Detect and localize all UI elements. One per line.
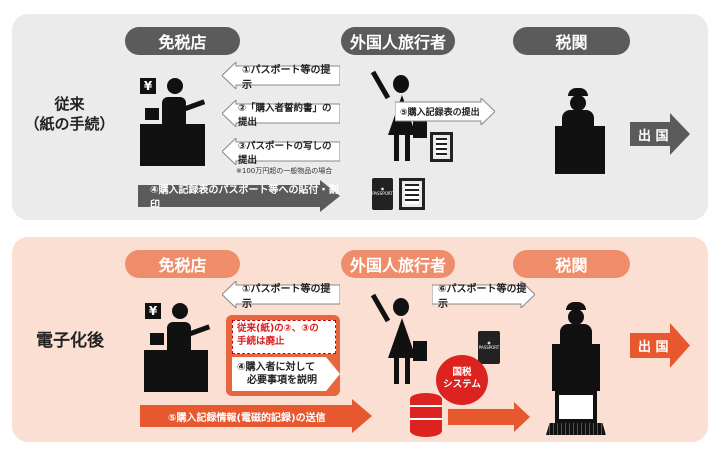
tax-system-badge: 国税 システム <box>436 355 488 405</box>
passport-icon: ◉PASSPORT <box>478 331 500 364</box>
header-customs: 税関 <box>513 27 630 55</box>
arrow-step1-electronic: ①パスポート等の提示 <box>222 281 340 310</box>
header-traveler: 外国人旅行者 <box>341 27 455 55</box>
arrow-step1: ①パスポート等の提示 <box>222 62 340 91</box>
arrow-system-to-customs <box>448 402 530 432</box>
arrow-step4: ④購入記録表のパスポート等への貼付・割印 <box>138 180 340 212</box>
header-shop-electronic: 免税店 <box>125 250 240 278</box>
arrow-step5-electronic: ⑤購入記録情報(電磁的記録)の送信 <box>140 399 372 433</box>
purchase-record-icon <box>430 132 453 162</box>
section-label-conventional: 従来 （紙の手続） <box>24 95 115 133</box>
arrow-step5: ⑤購入記録表の提出 <box>395 98 495 125</box>
note-over-1m-yen: ※100万円超の一般物品の場合 <box>236 167 333 175</box>
section-label-electronic: 電子化後 <box>36 331 104 351</box>
document-icon <box>399 178 425 210</box>
arrow-step3: ③パスポートの写しの提出 <box>222 138 340 166</box>
header-traveler-electronic: 外国人旅行者 <box>341 250 455 278</box>
exit-arrow: 出 国 <box>630 113 690 155</box>
arrow-step2: ②「購入者誓約書」の提出 <box>222 100 340 128</box>
exit-arrow-electronic: 出 国 <box>630 323 690 368</box>
header-shop: 免税店 <box>125 27 240 55</box>
arrow-step6: ⑥パスポート等の提示 <box>432 281 535 310</box>
passport-icon: ◉PASSPORT <box>372 178 393 210</box>
arrow-step4-electronic: ④購入者に対して 必要事項を説明 <box>232 357 340 391</box>
yen-icon: ¥ <box>145 303 161 319</box>
yen-icon: ¥ <box>140 78 156 94</box>
abolished-notice: 従来(紙)の②、③の 手続は廃止 <box>232 320 336 354</box>
header-customs-electronic: 税関 <box>513 250 630 278</box>
